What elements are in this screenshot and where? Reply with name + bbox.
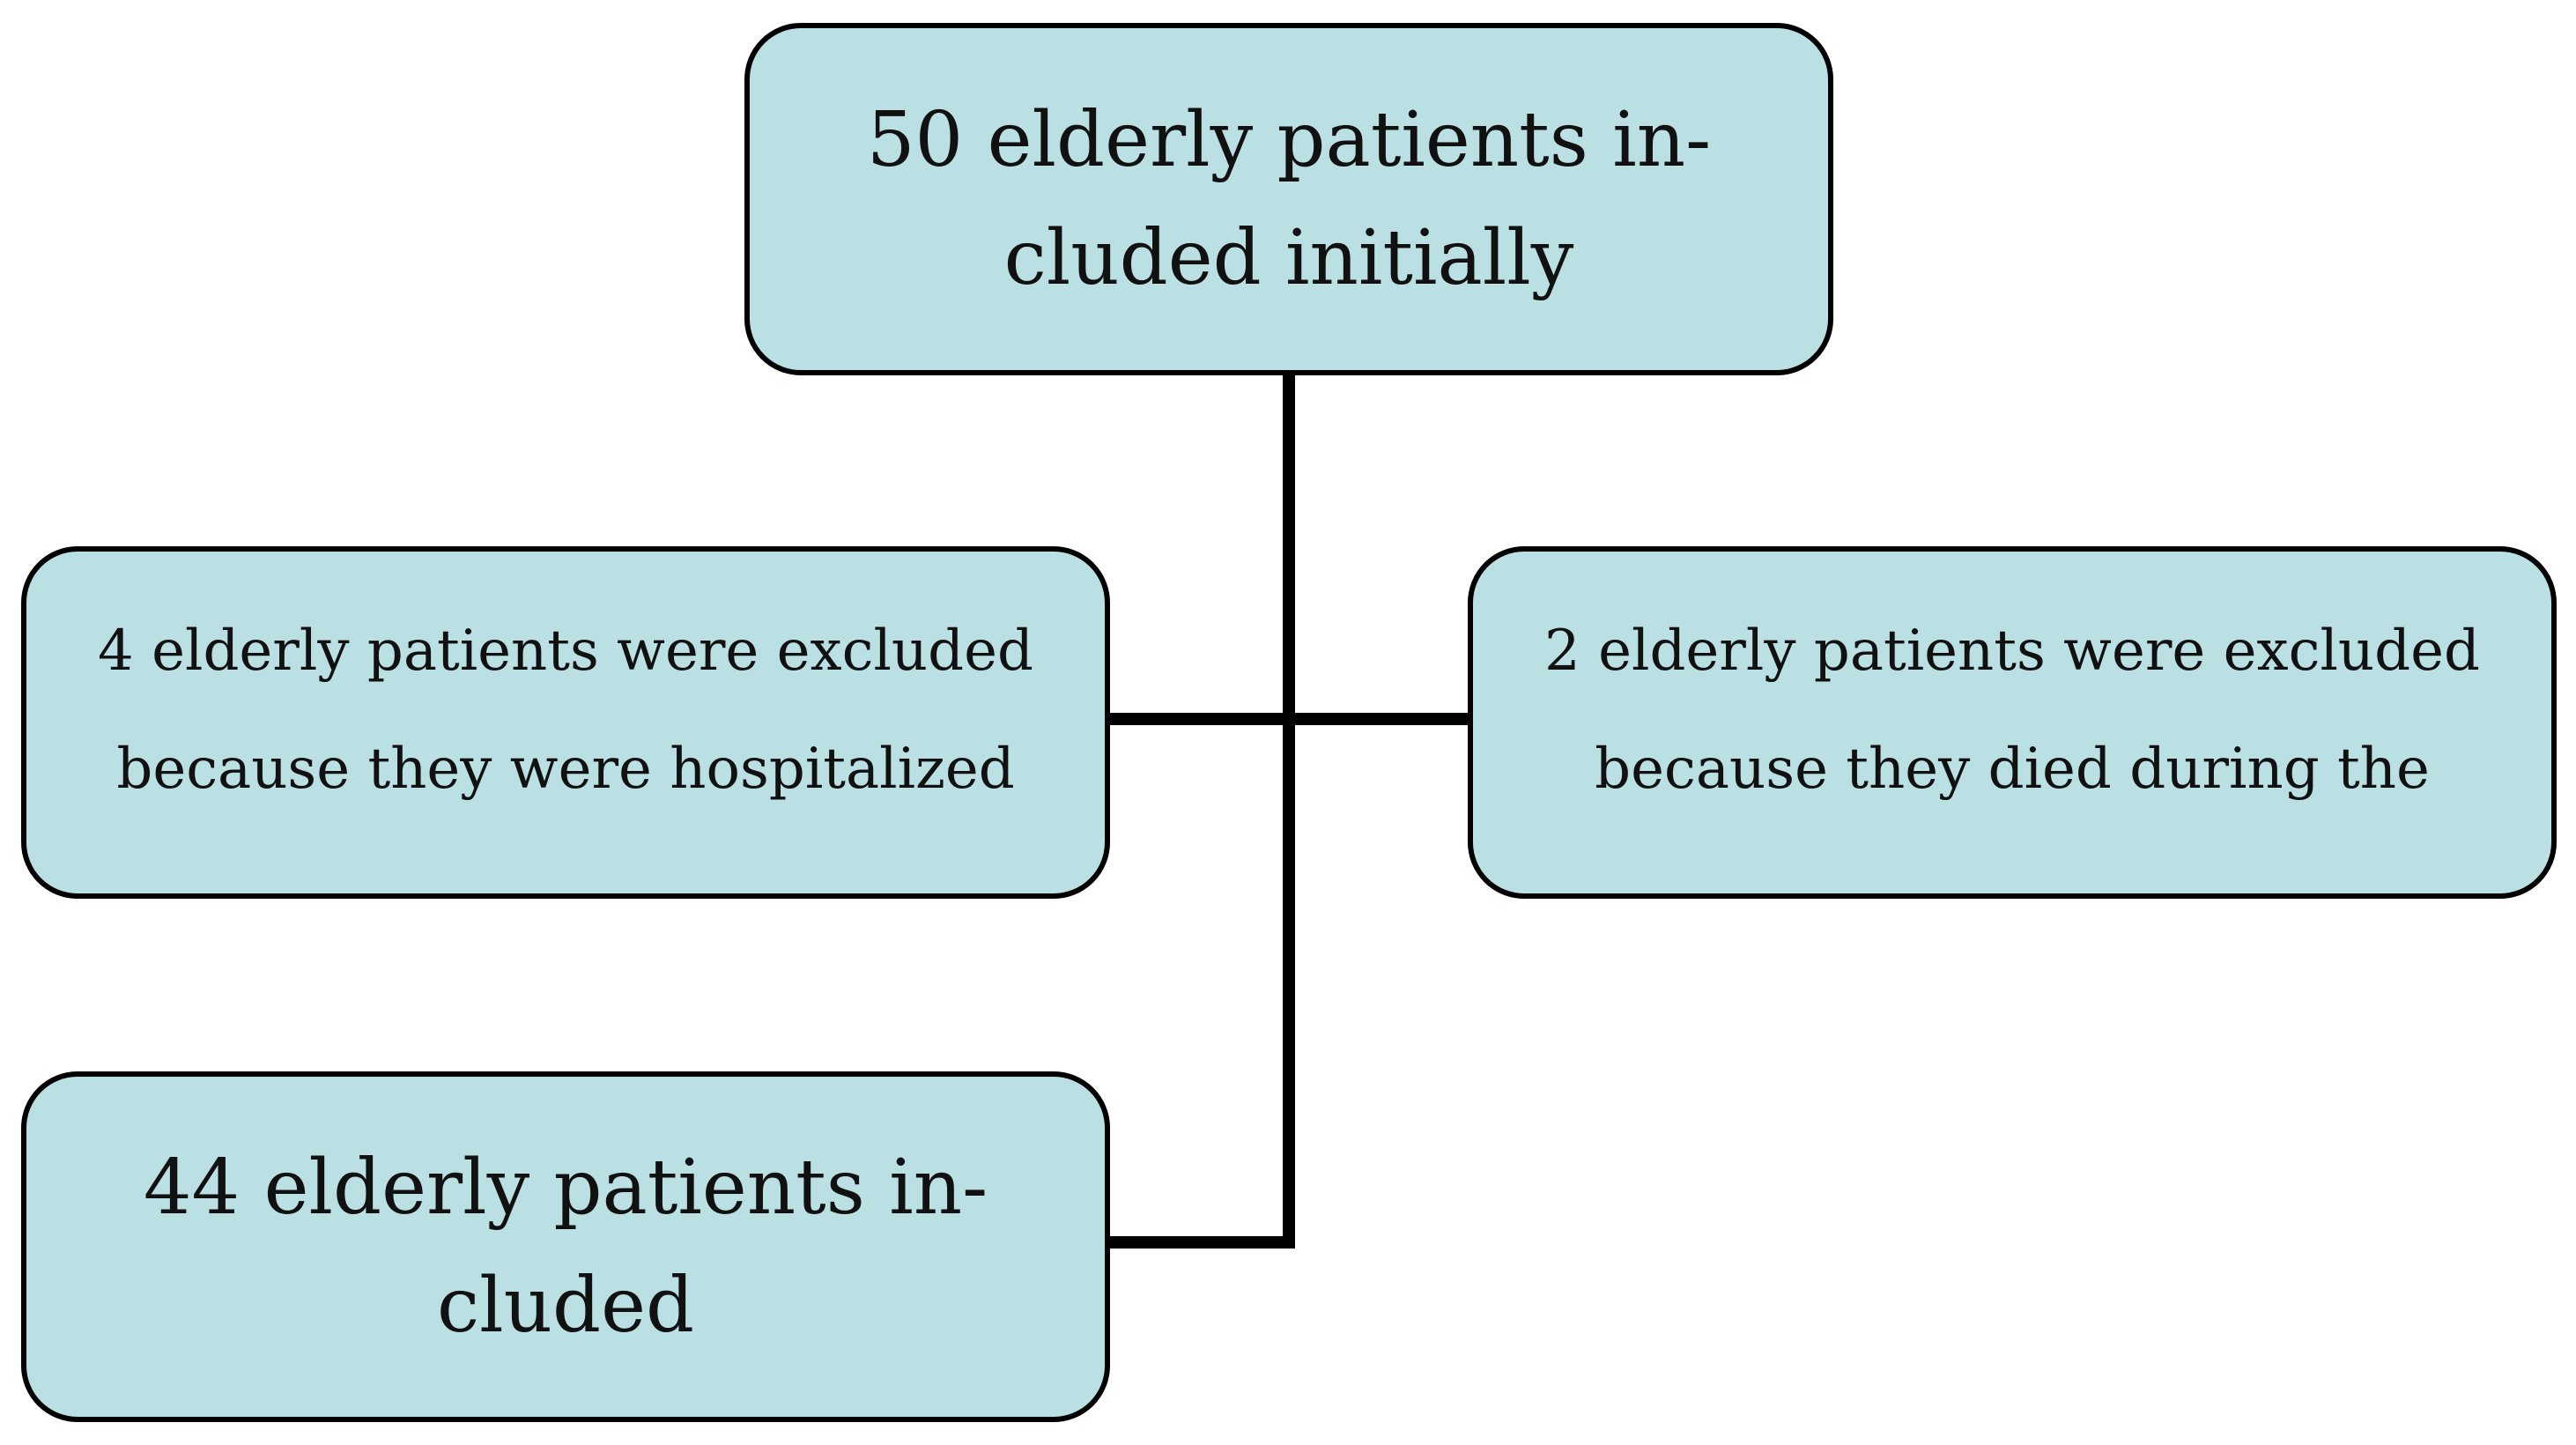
final-included-line-2: cluded <box>436 1262 695 1350</box>
died-exclusion-box: 2 elderly patients were excluded because… <box>1468 546 2557 899</box>
hospitalized-exclusion-box: 4 elderly patients were excluded because… <box>21 546 1110 899</box>
hospitalized-exclusion-line-1: 4 elderly patients were excluded <box>98 619 1033 684</box>
initial-patients-box: 50 elderly patients in- cluded initially <box>744 23 1833 375</box>
final-included-line-1: 44 elderly patients in- <box>143 1144 988 1232</box>
hospitalized-exclusion-line-2: because they were hospitalized <box>116 737 1015 802</box>
died-exclusion-line-1: 2 elderly patients were excluded <box>1544 619 2480 684</box>
final-included-box: 44 elderly patients in- cluded <box>21 1071 1110 1422</box>
initial-patients-line-1: 50 elderly patients in- <box>866 96 1712 184</box>
died-exclusion-line-2: because they died during the <box>1595 737 2430 802</box>
initial-patients-line-2: cluded initially <box>1003 214 1574 302</box>
